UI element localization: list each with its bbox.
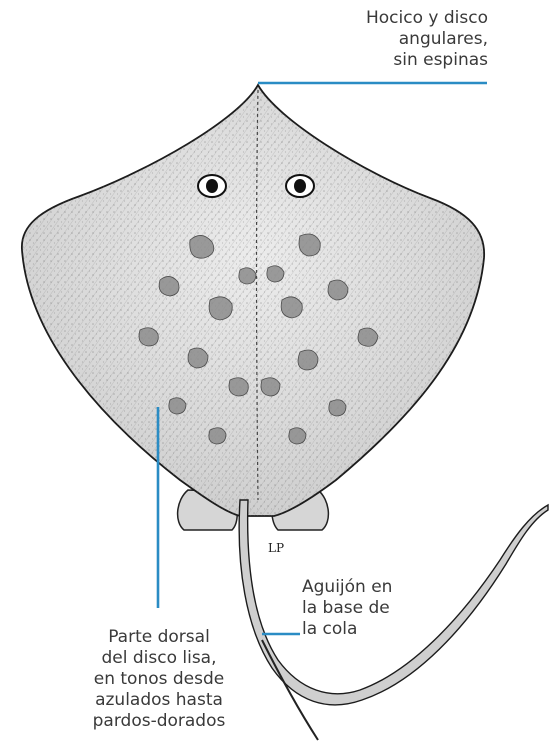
dorsal-annotation-line-1: Parte dorsal [64, 627, 254, 648]
sting-annotation-line-3: la cola [302, 619, 392, 640]
sting-annotation: Aguijón en la base de la cola [302, 577, 392, 640]
snout-annotation-line-2: angulares, [366, 29, 488, 50]
dorsal-annotation-line-2: del disco lisa, [64, 648, 254, 669]
dorsal-annotation: Parte dorsal del disco lisa, en tonos de… [64, 627, 254, 732]
snout-annotation-line-3: sin espinas [366, 50, 488, 71]
snout-annotation-line-1: Hocico y disco [366, 8, 488, 29]
sting-annotation-line-2: la base de [302, 598, 392, 619]
snout-annotation: Hocico y disco angulares, sin espinas [366, 8, 488, 71]
dorsal-annotation-line-3: en tonos desde [64, 669, 254, 690]
dorsal-annotation-line-5: pardos-dorados [64, 711, 254, 732]
illustrator-signature: LP [268, 541, 284, 555]
sting-annotation-line-1: Aguijón en [302, 577, 392, 598]
dorsal-annotation-line-4: azulados hasta [64, 690, 254, 711]
